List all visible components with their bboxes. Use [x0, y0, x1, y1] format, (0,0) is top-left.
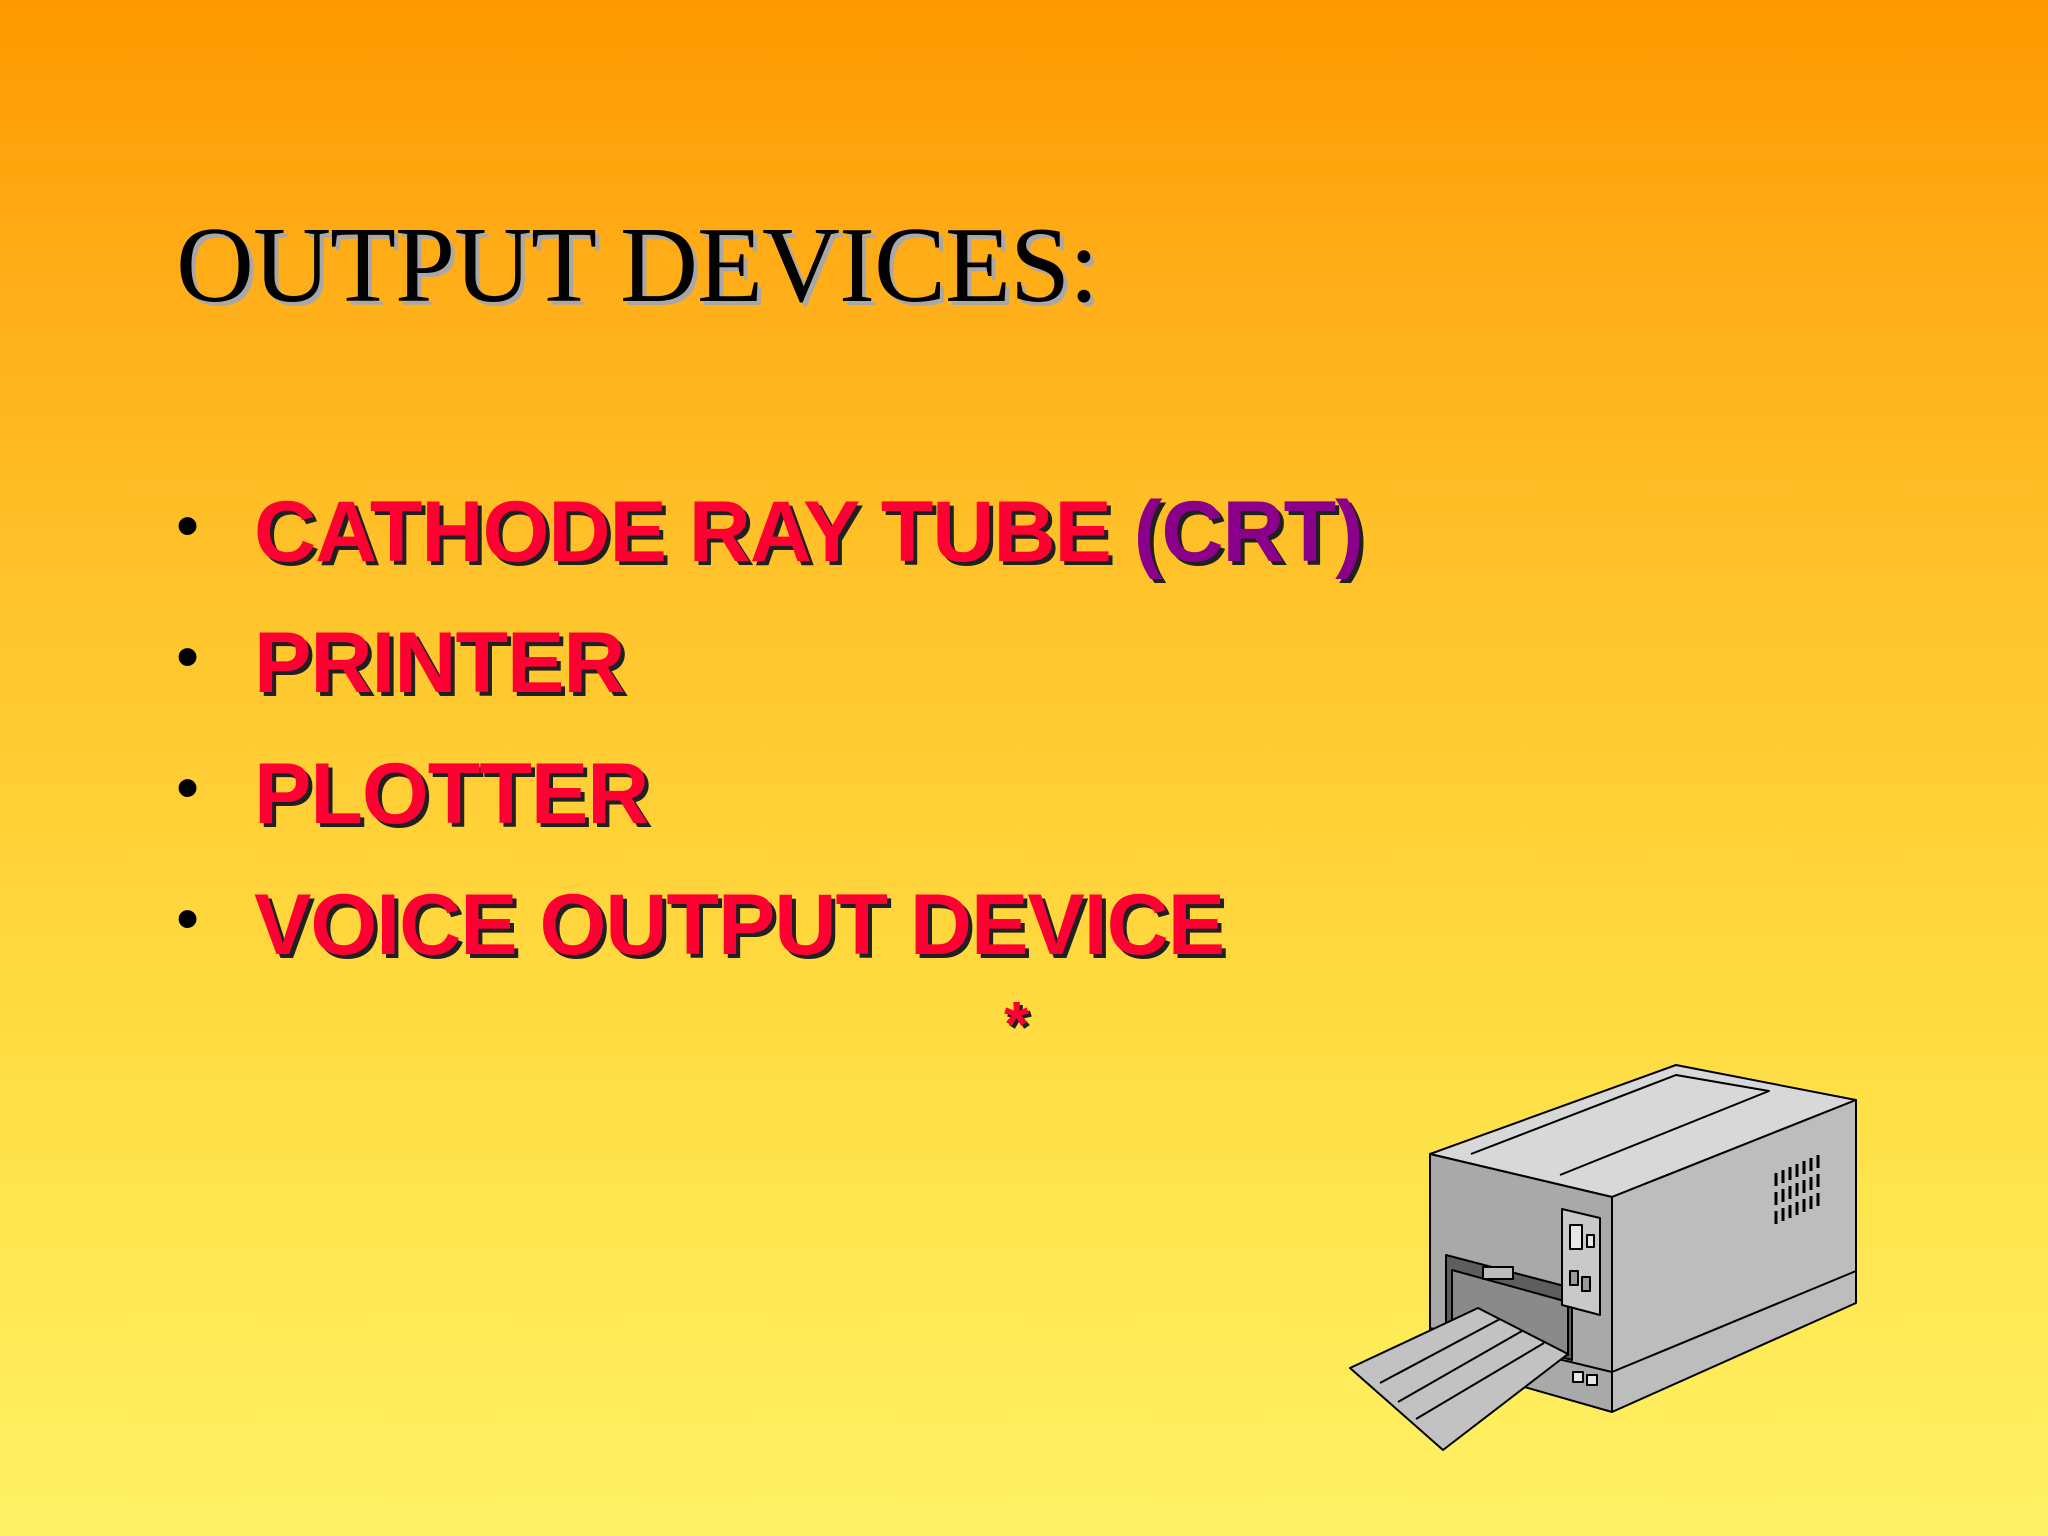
- bullet-list: • CATHODE RAY TUBE (CRT) • PRINTER • PLO…: [176, 466, 1364, 990]
- footnote-asterisk: *: [1004, 988, 1029, 1060]
- bullet-label: CATHODE RAY TUBE: [254, 483, 1134, 580]
- printer-icon: [1349, 1064, 1857, 1451]
- bullet-text: PLOTTER: [254, 745, 649, 842]
- bullet-item-voice-output: • VOICE OUTPUT DEVICE: [176, 859, 1363, 990]
- bullet-item-plotter: • PLOTTER: [176, 728, 1363, 859]
- bullet-text: VOICE OUTPUT DEVICE: [254, 876, 1225, 973]
- bullet-dot-icon: •: [176, 749, 200, 824]
- bullet-dot-icon: •: [176, 880, 200, 955]
- slide-title: OUTPUT DEVICES:: [176, 206, 1099, 325]
- bullet-item-printer: • PRINTER: [176, 597, 1363, 728]
- bullet-item-crt: • CATHODE RAY TUBE (CRT): [176, 466, 1364, 597]
- bullet-dot-icon: •: [176, 487, 200, 562]
- bullet-text: CATHODE RAY TUBE (CRT): [254, 489, 1364, 575]
- bullet-text: PRINTER: [254, 614, 625, 711]
- bullet-dot-icon: •: [176, 618, 200, 693]
- crt-abbreviation: (CRT): [1133, 483, 1364, 580]
